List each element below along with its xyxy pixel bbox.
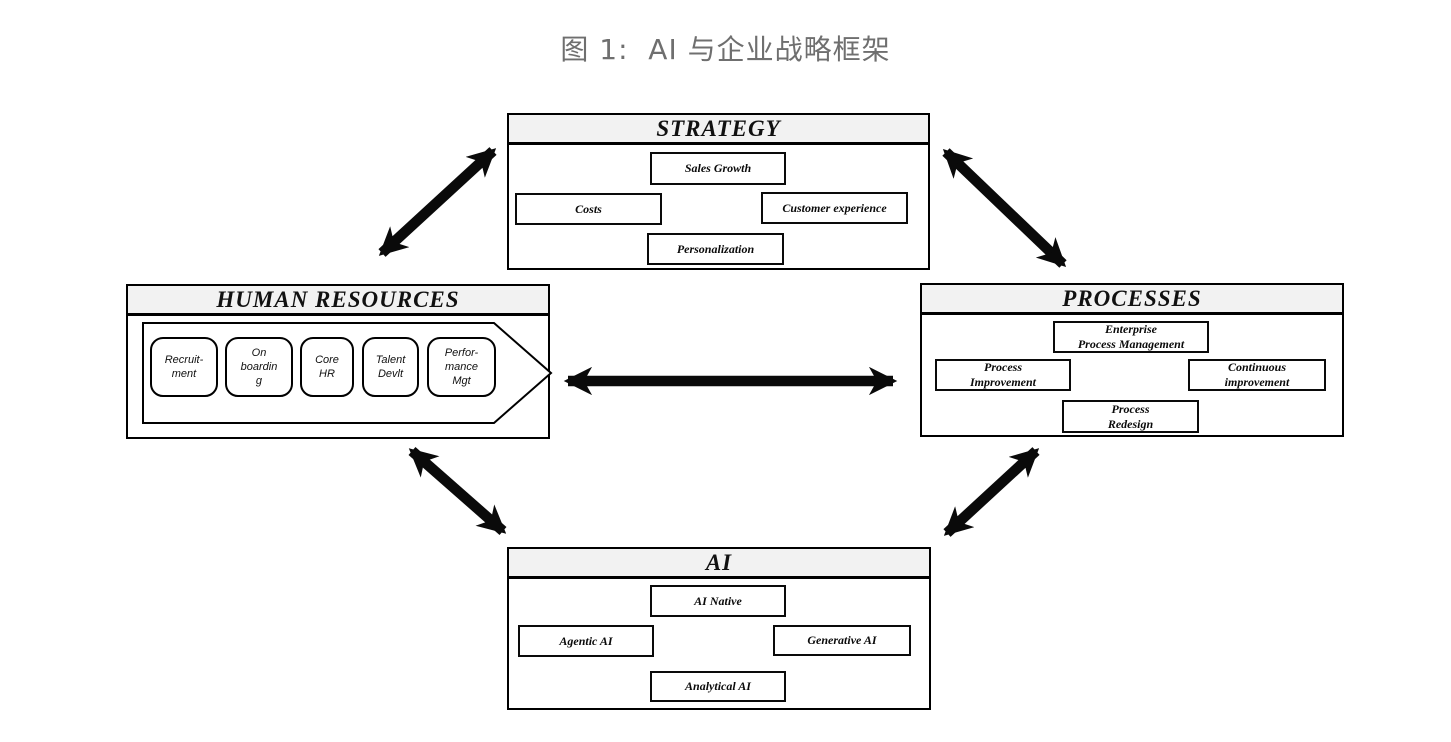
strategy-item-sales-growth: Sales Growth: [650, 152, 786, 185]
connector-strategy-processes: [942, 148, 1067, 268]
ai-item-generative-ai: Generative AI: [773, 625, 911, 656]
strategy-item-customer-experience: Customer experience: [761, 192, 908, 224]
ai-item-ai-native: AI Native: [650, 585, 786, 617]
hr-step-core-hr: Core HR: [300, 337, 354, 397]
processes-item-enterprise-process-management: Enterprise Process Management: [1053, 321, 1209, 353]
hr-process-chevron: Recruit- ment On boardin g Core HR Talen…: [142, 322, 554, 424]
ai-item-analytical-ai: Analytical AI: [650, 671, 786, 702]
processes-item-process-redesign: Process Redesign: [1062, 400, 1199, 433]
panel-ai: AI AI Native Agentic AI Generative AI An…: [507, 547, 931, 710]
hr-step-onboarding: On boardin g: [225, 337, 293, 397]
panel-ai-header: AI: [509, 549, 929, 579]
panel-processes-header: PROCESSES: [922, 285, 1342, 315]
strategy-item-personalization: Personalization: [647, 233, 784, 265]
ai-item-agentic-ai: Agentic AI: [518, 625, 654, 657]
panel-strategy-header: STRATEGY: [509, 115, 928, 145]
figure-title: 图 1: AI 与企业战略框架: [560, 33, 891, 66]
panel-processes: PROCESSES Enterprise Process Management …: [920, 283, 1344, 437]
strategy-item-costs: Costs: [515, 193, 662, 225]
connector-hr-strategy: [378, 147, 497, 257]
panel-human-resources: HUMAN RESOURCES Recruit- ment On boardin…: [126, 284, 553, 439]
hr-step-talent-devlt: Talent Devlt: [362, 337, 419, 397]
processes-item-continuous-improvement: Continuous improvement: [1188, 359, 1326, 391]
hr-step-performance-mgt: Perfor- mance Mgt: [427, 337, 496, 397]
connector-hr-ai: [408, 447, 507, 535]
hr-step-recruitment: Recruit- ment: [150, 337, 218, 397]
connector-processes-ai: [943, 447, 1040, 537]
panel-human-resources-header: HUMAN RESOURCES: [128, 286, 548, 316]
processes-item-process-improvement: Process Improvement: [935, 359, 1071, 391]
panel-strategy: STRATEGY Sales Growth Costs Customer exp…: [507, 113, 930, 270]
